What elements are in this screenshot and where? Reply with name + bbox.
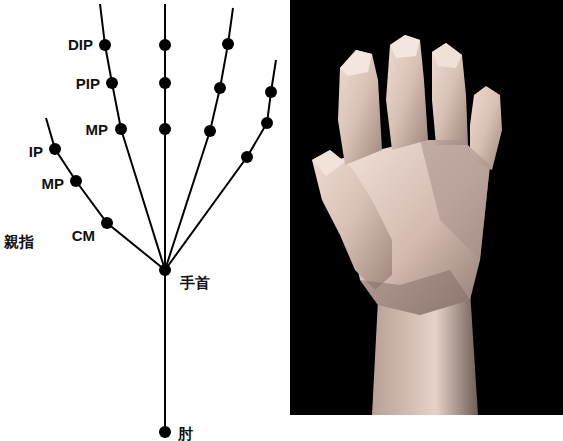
joint-label: 肘 bbox=[178, 426, 193, 441]
joint-label: 親指 bbox=[4, 234, 34, 249]
joint-label: IP bbox=[29, 144, 43, 159]
joint-label: CM bbox=[72, 228, 95, 243]
skeleton bbox=[46, 4, 276, 432]
joint-label: 手首 bbox=[180, 275, 210, 290]
joint-label: DIP bbox=[68, 37, 93, 52]
hand-render bbox=[290, 0, 563, 415]
joint-label: MP bbox=[86, 122, 109, 137]
joint-label: PIP bbox=[76, 76, 100, 91]
joint-dots bbox=[49, 38, 277, 438]
joint-label: MP bbox=[42, 176, 65, 191]
